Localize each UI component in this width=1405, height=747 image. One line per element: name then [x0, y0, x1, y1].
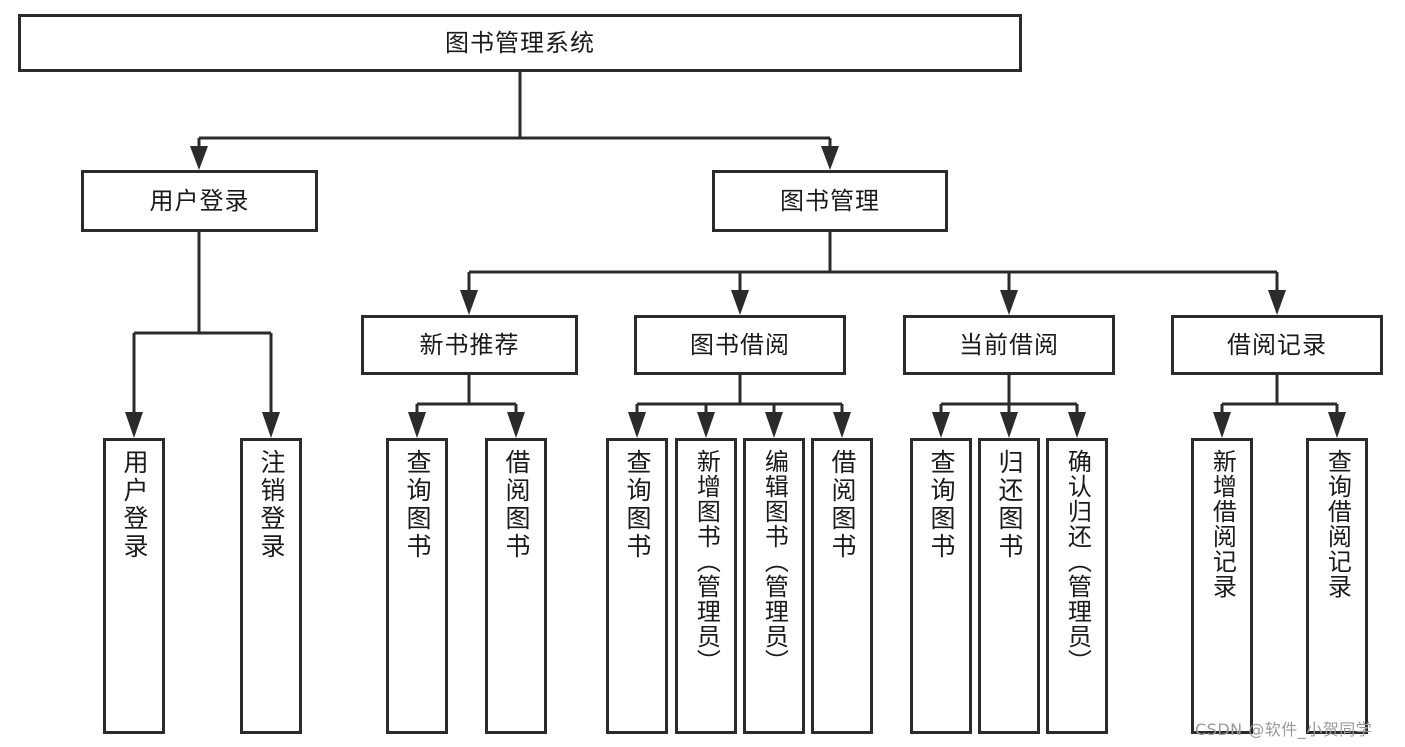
arrow-current-leaf-2: [1000, 412, 1018, 438]
node-borrow-record[interactable]: 借阅记录: [1171, 315, 1383, 375]
leaf-borrow-edit-book-admin[interactable]: 编辑图书（管理员）: [743, 438, 805, 734]
leaf-borrow-query-book[interactable]: 查询图书: [606, 438, 668, 734]
node-current-borrow-label: 当前借阅: [959, 330, 1059, 359]
node-current-borrow[interactable]: 当前借阅: [903, 315, 1115, 375]
arrow-new-leaf-2: [507, 412, 525, 438]
leaf-current-confirm-return-admin[interactable]: 确认归还（管理员）: [1046, 438, 1108, 734]
arrow-user-leaf-2: [262, 412, 280, 438]
node-book-borrow-label: 图书借阅: [690, 330, 790, 359]
leaf-record-add-label: 新增借阅记录: [1208, 449, 1237, 599]
leaf-current-query-book-label: 查询图书: [927, 449, 956, 561]
leaf-record-query-label: 查询借阅记录: [1323, 449, 1352, 599]
leaf-user-logout-label: 注销登录: [257, 449, 286, 561]
arrow-borrow-leaf-4: [833, 412, 851, 438]
node-user-login-label: 用户登录: [149, 186, 250, 215]
leaf-record-add[interactable]: 新增借阅记录: [1191, 438, 1253, 734]
leaf-new-query-book-label: 查询图书: [403, 449, 432, 561]
arrow-current-leaf-1: [932, 412, 950, 438]
arrow-book-c1: [460, 290, 478, 315]
node-user-login[interactable]: 用户登录: [81, 170, 318, 232]
arrow-current-leaf-3: [1068, 412, 1086, 438]
arrow-borrow-leaf-3: [765, 412, 783, 438]
arrow-record-leaf-1: [1213, 412, 1231, 438]
leaf-current-query-book[interactable]: 查询图书: [910, 438, 972, 734]
leaf-user-login-label: 用户登录: [120, 449, 149, 561]
node-root[interactable]: 图书管理系统: [18, 14, 1022, 72]
leaf-new-borrow-book[interactable]: 借阅图书: [485, 438, 547, 734]
leaf-borrow-edit-book-admin-label: 编辑图书（管理员）: [760, 449, 789, 674]
leaf-current-return-book[interactable]: 归还图书: [978, 438, 1040, 734]
leaf-borrow-query-book-label: 查询图书: [623, 449, 652, 561]
node-book-borrow[interactable]: 图书借阅: [634, 315, 846, 375]
arrow-record-leaf-2: [1328, 412, 1346, 438]
node-book-management[interactable]: 图书管理: [712, 170, 948, 232]
leaf-user-logout[interactable]: 注销登录: [240, 438, 302, 734]
node-borrow-record-label: 借阅记录: [1227, 330, 1327, 359]
arrow-book-c3: [1000, 290, 1018, 315]
leaf-new-borrow-book-label: 借阅图书: [502, 449, 531, 561]
leaf-current-confirm-return-admin-label: 确认归还（管理员）: [1063, 449, 1092, 674]
leaf-borrow-borrow-book-label: 借阅图书: [828, 449, 857, 561]
arrow-root-to-book: [821, 146, 839, 170]
arrow-book-c4: [1268, 290, 1286, 315]
leaf-borrow-add-book-admin-label: 新增图书（管理员）: [692, 449, 721, 674]
node-new-book-recommend-label: 新书推荐: [419, 330, 520, 359]
arrow-book-c2: [731, 290, 749, 315]
leaf-borrow-add-book-admin[interactable]: 新增图书（管理员）: [675, 438, 737, 734]
leaf-current-return-book-label: 归还图书: [995, 449, 1024, 561]
leaf-record-query[interactable]: 查询借阅记录: [1306, 438, 1368, 734]
csdn-watermark: CSDN @软件_小贺同学: [1195, 720, 1373, 739]
leaf-borrow-borrow-book[interactable]: 借阅图书: [811, 438, 873, 734]
leaf-new-query-book[interactable]: 查询图书: [386, 438, 448, 734]
arrow-root-to-user: [190, 146, 208, 170]
arrow-user-leaf-1: [125, 412, 143, 438]
arrow-borrow-leaf-1: [628, 412, 646, 438]
arrow-borrow-leaf-2: [697, 412, 715, 438]
node-root-label: 图书管理系统: [445, 28, 595, 57]
arrow-new-leaf-1: [408, 412, 426, 438]
leaf-user-login[interactable]: 用户登录: [103, 438, 165, 734]
node-new-book-recommend[interactable]: 新书推荐: [361, 315, 578, 375]
node-book-management-label: 图书管理: [780, 186, 880, 215]
